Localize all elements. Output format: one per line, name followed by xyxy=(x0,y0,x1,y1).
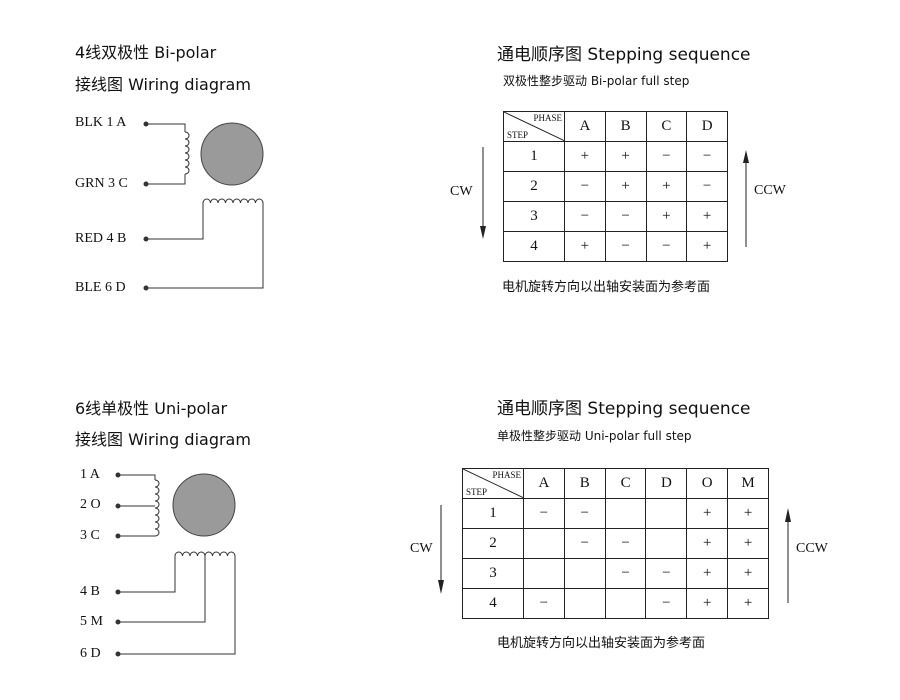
bipolar-motor-symbol xyxy=(200,122,264,186)
phase-cell: + xyxy=(686,231,728,262)
table-row: 3 − − + + xyxy=(503,201,728,232)
bipolar-ccw-label: CCW xyxy=(754,183,786,198)
phase-cell: + xyxy=(727,528,769,559)
bipolar-cw-label: CW xyxy=(450,184,473,199)
bipolar-ccw-arrow-icon xyxy=(743,150,749,247)
bipolar-title: 4线双极性 Bi-polar xyxy=(75,43,217,62)
bipolar-coil-ac xyxy=(143,121,190,187)
bipolar-seq-subtitle: 双极性整步驱动 Bi-polar full step xyxy=(503,74,690,88)
bipolar-cw-arrow-icon xyxy=(480,147,486,239)
unipolar-direction-note: 电机旋转方向以出轴安装面为参考面 xyxy=(497,636,706,651)
unipolar-cw-arrow-icon xyxy=(438,505,444,594)
phase-cell: − xyxy=(645,558,688,589)
bipolar-coil-bd xyxy=(143,198,264,291)
unipolar-wiring-title: 接线图 Wiring diagram xyxy=(75,430,251,449)
unipolar-col-m: M xyxy=(727,468,769,499)
bipolar-pin-a: BLK 1 A xyxy=(75,115,127,130)
unipolar-pin-c: 3 C xyxy=(80,528,100,543)
unipolar-pin-b: 4 B xyxy=(80,584,100,599)
unipolar-coil-bmd xyxy=(115,551,236,657)
bipolar-seq-title: 通电顺序图 Stepping sequence xyxy=(497,45,751,65)
unipolar-ccw-label: CCW xyxy=(796,541,828,556)
phase-cell: + xyxy=(727,498,769,529)
unipolar-table-corner: PHASE STEP xyxy=(462,468,524,499)
step-cell: 4 xyxy=(462,588,524,619)
bipolar-step-label: STEP xyxy=(507,130,529,140)
phase-cell xyxy=(563,588,606,619)
phase-cell: − xyxy=(686,141,728,172)
bipolar-pin-d: BLE 6 D xyxy=(75,280,126,295)
phase-cell: + xyxy=(604,171,647,202)
unipolar-pin-o: 2 O xyxy=(80,497,101,512)
bipolar-table-corner: PHASE STEP xyxy=(503,111,565,142)
table-row: 2 − + + − xyxy=(503,171,728,202)
unipolar-seq-subtitle: 单极性整步驱动 Uni-polar full step xyxy=(497,429,692,443)
unipolar-col-b: B xyxy=(563,468,606,499)
phase-cell: + xyxy=(645,171,688,202)
unipolar-pin-d: 6 D xyxy=(80,646,101,661)
phase-cell: − xyxy=(563,498,606,529)
bipolar-col-d: D xyxy=(686,111,728,142)
step-cell: 2 xyxy=(462,528,524,559)
unipolar-pin-m: 5 M xyxy=(80,614,103,629)
table-row: 3 − − + + xyxy=(462,558,769,589)
phase-cell: + xyxy=(564,231,606,262)
bipolar-direction-note: 电机旋转方向以出轴安装面为参考面 xyxy=(502,280,711,295)
bipolar-phase-label: PHASE xyxy=(533,113,562,123)
bipolar-pin-b: RED 4 B xyxy=(75,231,127,246)
phase-cell: + xyxy=(727,558,769,589)
unipolar-col-d: D xyxy=(645,468,688,499)
unipolar-cw-label: CW xyxy=(410,541,433,556)
phase-cell: + xyxy=(686,558,729,589)
unipolar-step-label: STEP xyxy=(466,487,488,497)
bipolar-sequence-table: PHASE STEP A B C D 1 + + − − 2 − + + − 3… xyxy=(503,111,728,262)
phase-cell: + xyxy=(686,588,729,619)
phase-cell: − xyxy=(604,231,647,262)
phase-cell: + xyxy=(727,588,769,619)
phase-cell: − xyxy=(604,558,647,589)
unipolar-seq-title: 通电顺序图 Stepping sequence xyxy=(497,399,751,419)
unipolar-sequence-table: PHASE STEP A B C D O M 1 − − + + 2 − − + xyxy=(462,468,769,619)
unipolar-ccw-arrow-icon xyxy=(785,508,791,603)
step-cell: 4 xyxy=(503,231,565,262)
table-row: 4 − − + + xyxy=(462,588,769,619)
bipolar-wiring-title: 接线图 Wiring diagram xyxy=(75,75,251,94)
unipolar-coil-aoc xyxy=(115,472,160,539)
phase-cell: − xyxy=(686,171,728,202)
phase-cell: + xyxy=(686,201,728,232)
step-cell: 1 xyxy=(462,498,524,529)
bipolar-pin-c: GRN 3 C xyxy=(75,176,128,191)
phase-cell: + xyxy=(604,141,647,172)
phase-cell: + xyxy=(686,498,729,529)
table-row: 4 + − − + xyxy=(503,231,728,262)
table-row: 1 + + − − xyxy=(503,141,728,172)
unipolar-title: 6线单极性 Uni-polar xyxy=(75,399,228,418)
unipolar-pin-a: 1 A xyxy=(80,467,100,482)
phase-cell: + xyxy=(645,201,688,232)
unipolar-motor-symbol xyxy=(172,473,236,537)
unipolar-phase-label: PHASE xyxy=(492,470,521,480)
phase-cell: − xyxy=(645,141,688,172)
